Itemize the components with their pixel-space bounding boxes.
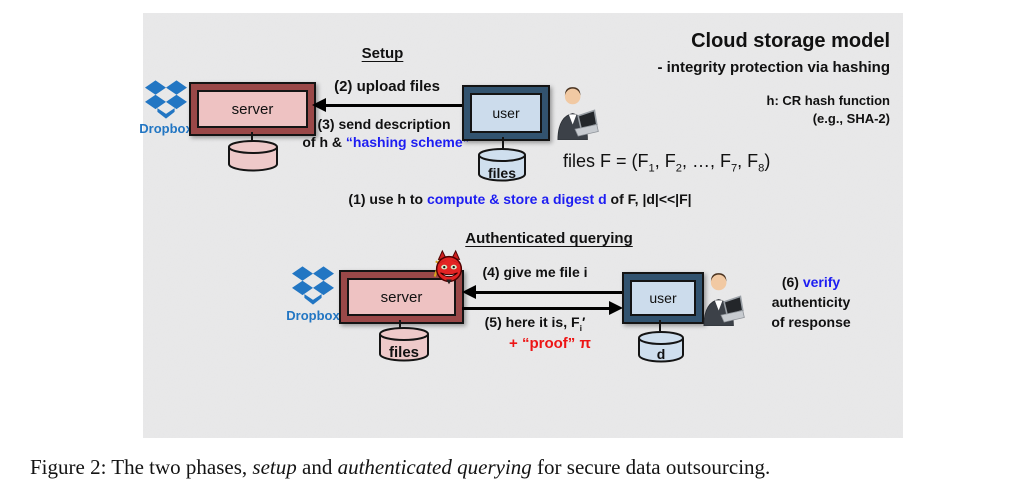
caption-suffix: for secure data outsourcing. bbox=[531, 455, 771, 479]
step3-label-line1: (3) send description bbox=[317, 116, 451, 132]
arrow4-line bbox=[475, 291, 622, 294]
step1-black1: (1) use h to bbox=[348, 191, 427, 207]
query-heading: Authenticated querying bbox=[465, 230, 633, 247]
step6-line3: of response bbox=[771, 314, 851, 330]
arrow2-line bbox=[325, 104, 462, 107]
step3-black: of h & bbox=[302, 134, 346, 150]
step1-blue: compute & store a digest d bbox=[426, 191, 607, 207]
step1-label: (1) use h to compute & store a digest d … bbox=[320, 190, 720, 208]
server-db-connector bbox=[399, 320, 401, 328]
query-user-box: user bbox=[622, 272, 704, 324]
query-server-label: server bbox=[347, 278, 456, 316]
formula-sub: 8 bbox=[758, 162, 765, 175]
formula-part: ) bbox=[764, 151, 771, 171]
slide-subtitle: - integrity protection via hashing bbox=[657, 59, 890, 76]
setup-user-box: user bbox=[462, 85, 550, 141]
files-formula: files F = (F1, F2, …, F7, F8) bbox=[563, 151, 770, 175]
dropbox-icon bbox=[292, 266, 334, 305]
step6-blue: verify bbox=[802, 274, 841, 290]
formula-sub: 1 bbox=[648, 162, 655, 175]
user-digest-label: d bbox=[656, 346, 666, 362]
slide-panel bbox=[143, 13, 903, 438]
server-files-cylinder: files bbox=[378, 327, 430, 362]
dropbox-wordmark: Dropbox bbox=[139, 121, 193, 136]
step5-black1: (5) here it is, F bbox=[484, 314, 580, 330]
user-person-icon bbox=[557, 87, 599, 140]
setup-user-label: user bbox=[470, 93, 542, 133]
noise-texture bbox=[143, 13, 903, 438]
slide-title: Cloud storage model bbox=[691, 30, 890, 52]
formula-sub: 2 bbox=[675, 162, 682, 175]
step4-label: (4) give me file i bbox=[482, 264, 588, 280]
step6-label: (6) verify authenticity of response bbox=[745, 272, 877, 332]
hash-note-line1: h: CR hash function bbox=[766, 93, 891, 108]
formula-sub: 7 bbox=[730, 162, 738, 175]
dropbox-wordmark: Dropbox bbox=[286, 308, 340, 323]
arrow5-line bbox=[462, 307, 609, 310]
caption-italic2: authenticated querying bbox=[337, 455, 532, 479]
query-user-label: user bbox=[630, 280, 696, 316]
step5-sub: i bbox=[579, 322, 582, 333]
setup-server-label: server bbox=[197, 90, 308, 128]
server-files-label: files bbox=[388, 344, 419, 361]
arrow5-head bbox=[609, 301, 623, 315]
step3-blue: “hashing scheme” bbox=[345, 134, 470, 150]
step1-black2: of F, |d|<<|F| bbox=[606, 191, 692, 207]
user-files-cylinder: files bbox=[477, 148, 527, 182]
caption-prefix: Figure 2: The two phases, bbox=[30, 455, 253, 479]
dropbox-icon bbox=[145, 80, 187, 119]
setup-heading: Setup bbox=[361, 45, 404, 62]
proof-label: + “proof” π bbox=[509, 335, 591, 352]
user-db-connector bbox=[502, 137, 504, 150]
user-person-icon bbox=[703, 273, 745, 326]
arrow4-head bbox=[462, 285, 476, 299]
step5-black2: ′ bbox=[581, 314, 586, 330]
devil-icon bbox=[433, 249, 463, 285]
user-db-connector bbox=[659, 320, 661, 331]
step2-label: (2) upload files bbox=[334, 78, 440, 95]
caption-mid: and bbox=[296, 455, 338, 479]
caption-italic1: setup bbox=[252, 455, 297, 479]
formula-part: , …, F bbox=[681, 151, 731, 171]
user-files-label: files bbox=[487, 165, 516, 181]
formula-part: , F bbox=[737, 151, 759, 171]
arrow2-head bbox=[312, 98, 326, 112]
server-db-cylinder bbox=[228, 140, 278, 172]
step6-line2: authenticity bbox=[771, 294, 851, 310]
setup-server-box: server bbox=[189, 82, 316, 136]
formula-part: , F bbox=[654, 151, 676, 171]
server-db-connector bbox=[251, 132, 253, 145]
user-digest-cylinder: d bbox=[637, 331, 685, 363]
step3-label-line2: of h & “hashing scheme” bbox=[294, 133, 478, 151]
figure-caption: Figure 2: The two phases, setup and auth… bbox=[30, 455, 1024, 480]
step5-label: (5) here it is, Fi′ bbox=[465, 313, 605, 337]
hash-note-line2: (e.g., SHA-2) bbox=[812, 111, 890, 126]
formula-part: files F = (F bbox=[563, 151, 649, 171]
step6-black: (6) bbox=[781, 274, 803, 290]
